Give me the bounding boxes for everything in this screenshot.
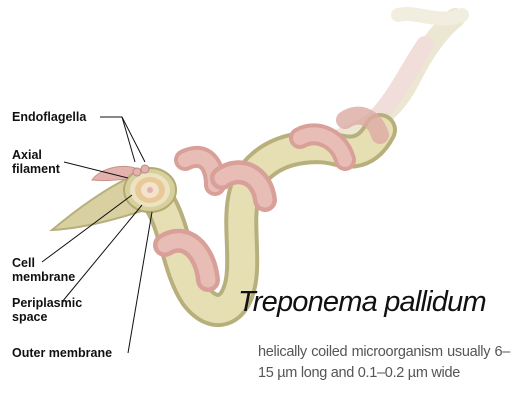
- label-periplasmic-space: Periplasmic space: [12, 296, 82, 324]
- label-axial-filament: Axial filament: [12, 148, 60, 176]
- axial-text: Axial: [12, 148, 60, 162]
- filament-text: filament: [12, 162, 60, 176]
- cell-text: Cell: [12, 256, 75, 270]
- label-outer-membrane: Outer membrane: [12, 346, 112, 360]
- periplasmic-text: Periplasmic: [12, 296, 82, 310]
- label-cell-membrane: Cell membrane: [12, 256, 75, 284]
- species-title: Treponema pallidum: [238, 286, 486, 319]
- endoflagella-text: Endoflagella: [12, 110, 86, 124]
- spirochete-body: [150, 116, 380, 310]
- membrane-text: membrane: [12, 270, 75, 284]
- space-text: space: [12, 310, 82, 324]
- species-description: helically coiled microorganism usually 6…: [258, 342, 510, 384]
- outer-membrane-text: Outer membrane: [12, 346, 112, 360]
- label-endoflagella: Endoflagella: [12, 110, 86, 124]
